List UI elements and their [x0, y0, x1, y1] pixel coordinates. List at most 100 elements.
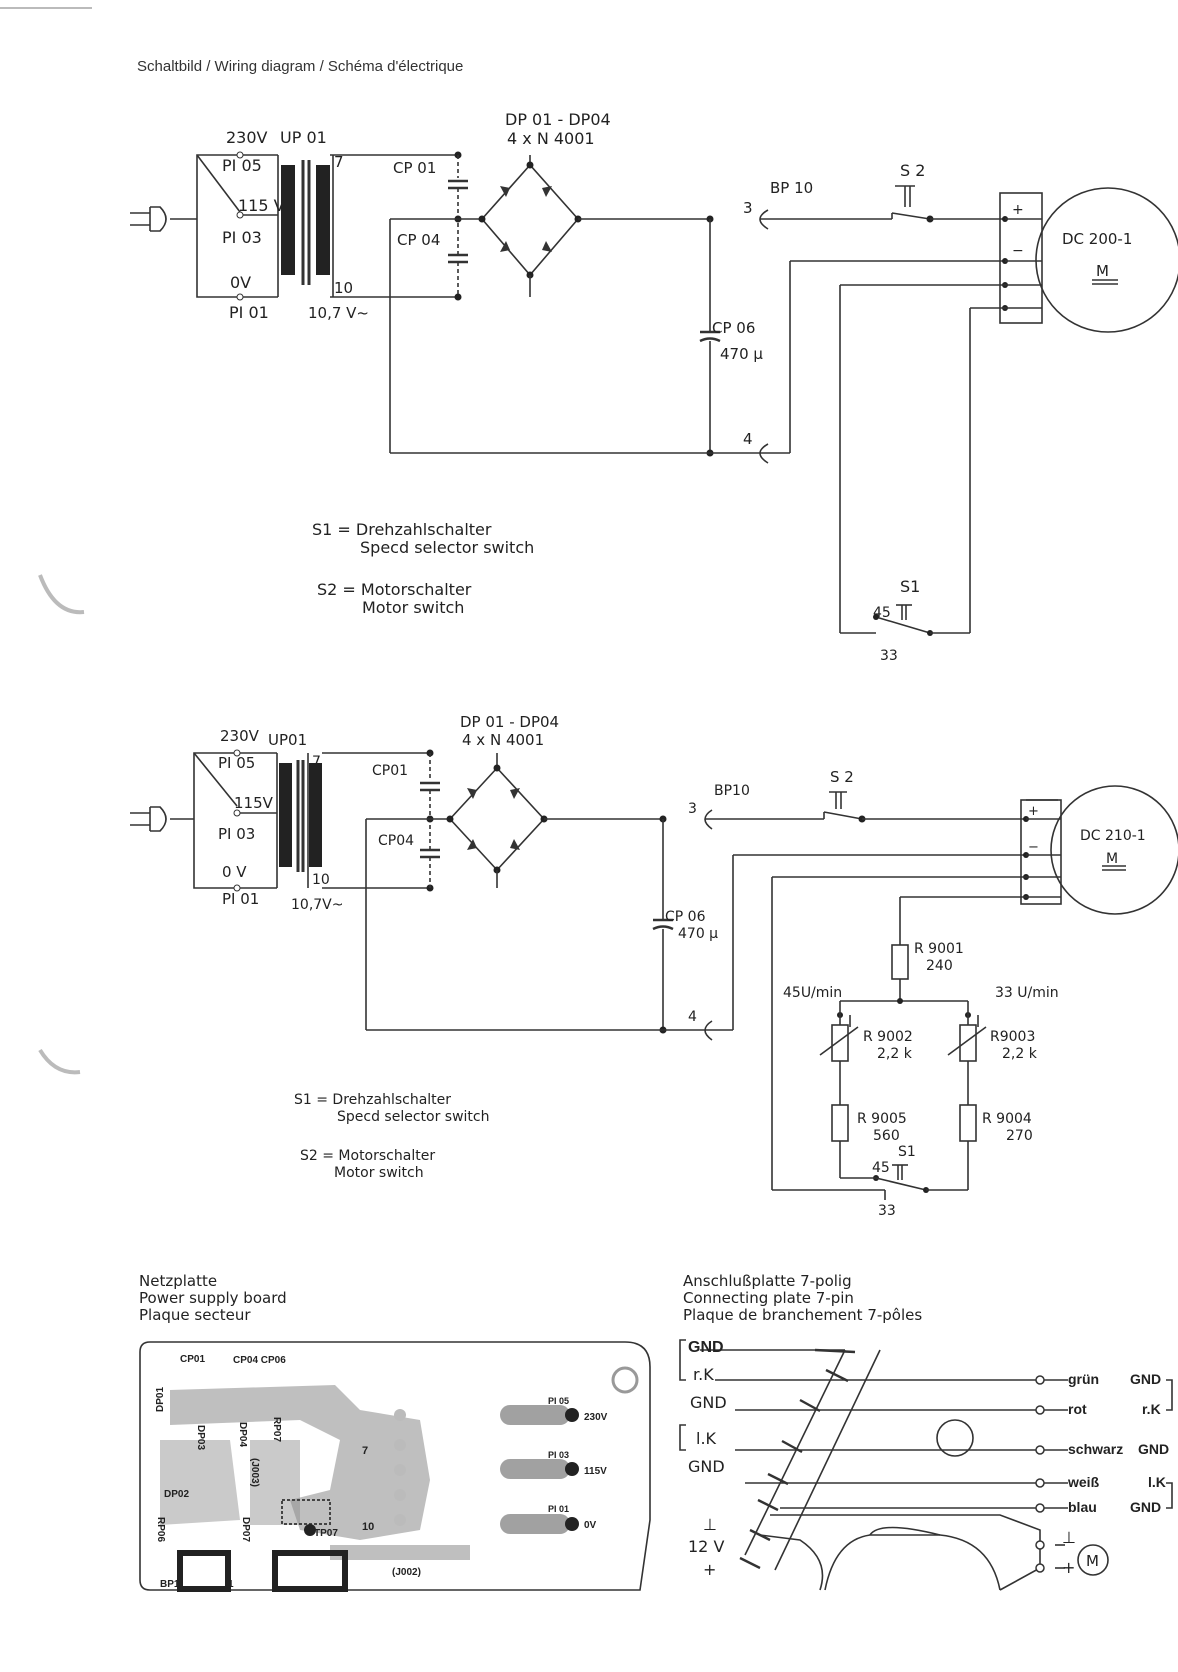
svg-text:−: −: [1012, 243, 1024, 259]
pcb-label-j003: (J003): [249, 1458, 260, 1487]
bottom-label-r9004: R 9004: [982, 1111, 1032, 1127]
top-label-motor: DC 200-1: [1062, 230, 1132, 248]
pcb-label-bp1: BP1: [160, 1579, 180, 1590]
top-label-pi03: PI 03: [222, 228, 262, 247]
punch-hole-lower: [38, 1048, 81, 1075]
plate-right-lk: l.K: [1148, 1474, 1166, 1490]
resistor-r9005: [831, 1104, 849, 1142]
motor-terminal-block: [999, 192, 1043, 324]
plate-right-gnd2: GND: [1138, 1441, 1169, 1457]
pcb-label-cp01: CP01: [180, 1354, 205, 1365]
s2-switch-2: [823, 791, 866, 823]
bottom-label-r9002: R 9002: [863, 1029, 913, 1045]
plate-left-ground: ⊥: [703, 1515, 717, 1534]
top-label-cp06: CP 06: [712, 319, 755, 337]
top-legend-s2: S2 = Motorschalter: [317, 580, 472, 599]
pcb-label-rp06: RP06: [155, 1517, 166, 1542]
pcb-label-pin7: 7: [362, 1445, 368, 1457]
bottom-label-s1-33: 33: [878, 1203, 896, 1219]
pcb-label-tp07: TP07: [314, 1528, 338, 1539]
pcb-label-dp01: DP01: [155, 1387, 166, 1412]
plate-motor-plus: +: [1062, 1558, 1075, 1577]
pcb-label-115v: 115V: [584, 1466, 607, 1477]
top-label-115v: 115 V: [238, 196, 285, 215]
pcb-label-230v: 230V: [584, 1412, 608, 1423]
rectifier-bridge-2: [446, 753, 548, 888]
top-label-pi05: PI 05: [222, 156, 262, 175]
top-label-pin7: 7: [334, 153, 344, 171]
plate-left-plus: +: [703, 1560, 716, 1579]
plate-left-rk: r.K: [693, 1365, 714, 1384]
bottom-legend-s1: S1 = Drehzahlschalter: [294, 1092, 451, 1108]
top-label-pin10: 10: [334, 279, 353, 297]
top-label-s1-45: 45: [873, 605, 891, 621]
bottom-label-cp01: CP01: [372, 763, 408, 779]
bottom-label-r9003-value: 2,2 k: [1002, 1046, 1038, 1062]
bottom-label-pi05: PI 05: [218, 754, 255, 772]
motor-dc210-icon: [1050, 785, 1178, 915]
top-label-230v: 230V: [226, 128, 268, 147]
pcb-label-dp03: DP03: [195, 1425, 206, 1450]
plate-left-gnd2: GND: [690, 1393, 727, 1412]
svg-text:−: −: [1028, 840, 1039, 855]
plate-title-en: Connecting plate 7-pin: [683, 1289, 854, 1307]
plate-right-rk: r.K: [1142, 1401, 1161, 1417]
bottom-label-cp06-value: 470 µ: [678, 926, 718, 942]
bottom-label-r9005-value: 560: [873, 1128, 900, 1144]
motor-dc200-icon: [1035, 187, 1178, 333]
mains-plug-icon-2: [130, 806, 194, 832]
plate-title-de: Anschlußplatte 7-polig: [683, 1272, 852, 1290]
plate-center-hole-icon: [936, 1419, 974, 1457]
plate-left-gnd1: GND: [688, 1339, 724, 1356]
bottom-label-cp04: CP04: [378, 833, 414, 849]
bottom-label-0v: 0 V: [222, 863, 247, 881]
plate-left-12v: 12 V: [688, 1537, 724, 1556]
bottom-label-pin10: 10: [312, 872, 330, 888]
bottom-schematic: 230V UP01 PI 05 115V PI 03 0 V PI 01 7 1…: [130, 713, 1178, 1219]
power-board-title-de: Netzplatte: [139, 1272, 217, 1290]
bottom-label-r9004-value: 270: [1006, 1128, 1033, 1144]
top-legend-s1-en: Specd selector switch: [360, 538, 534, 557]
top-label-s2: S 2: [900, 161, 925, 180]
rectifier-bridge: [478, 155, 582, 297]
resistor-r9002: [831, 1024, 849, 1062]
pcb-label-pi03: PI 03: [548, 1450, 569, 1460]
bottom-label-up01: UP01: [268, 731, 307, 749]
pcb-label-dp02: DP02: [164, 1489, 189, 1500]
bottom-label-r9005: R 9005: [857, 1111, 907, 1127]
s2-switch: [891, 185, 934, 223]
punch-hole-upper: [38, 574, 85, 615]
bottom-label-pi03: PI 03: [218, 825, 255, 843]
top-label-secondary: 10,7 V~: [308, 304, 369, 322]
pcb-label-rp07: RP07: [271, 1417, 282, 1442]
bottom-label-r9001: R 9001: [914, 941, 964, 957]
pcb-label-dp07: DP07: [240, 1517, 251, 1542]
top-label-pin3: 3: [743, 199, 753, 217]
pcb-label-pin1: 1: [228, 1579, 234, 1590]
plate-left-gnd3: GND: [688, 1457, 725, 1476]
bottom-label-bp10: BP10: [714, 783, 750, 799]
top-label-s1-33: 33: [880, 648, 898, 664]
resistor-r9001: [891, 944, 909, 980]
bottom-label-s2: S 2: [830, 768, 854, 786]
top-label-motor-m: M: [1096, 262, 1109, 280]
bottom-label-r9002-value: 2,2 k: [877, 1046, 913, 1062]
wire-label-blau: blau: [1068, 1499, 1097, 1515]
bottom-label-115v: 115V: [234, 794, 274, 812]
bottom-label-cp06: CP 06: [665, 909, 706, 925]
top-label-cp04: CP 04: [397, 231, 440, 249]
pcb-label-pin10: 10: [362, 1521, 374, 1533]
top-label-bridge-type: 4 x N 4001: [507, 129, 595, 148]
top-label-0v: 0V: [230, 273, 251, 292]
pcb-label-cp04-cp06: CP04 CP06: [233, 1355, 286, 1366]
bottom-label-pin4: 4: [688, 1009, 697, 1025]
s1-switch: [840, 604, 970, 636]
svg-text:+: +: [1012, 202, 1024, 218]
wire-label-weiss: weiß: [1067, 1474, 1100, 1490]
wire-label-schwarz: schwarz: [1068, 1441, 1123, 1457]
power-board-title-fr: Plaque secteur: [139, 1306, 251, 1324]
bottom-label-r9001-value: 240: [926, 958, 953, 974]
plate-motor-ground: ⊥: [1062, 1528, 1076, 1547]
top-schematic: 230V UP 01 PI 05 115 V PI 03 0V PI 01 7 …: [130, 110, 1178, 664]
plate-title-fr: Plaque de branchement 7-pôles: [683, 1306, 922, 1324]
